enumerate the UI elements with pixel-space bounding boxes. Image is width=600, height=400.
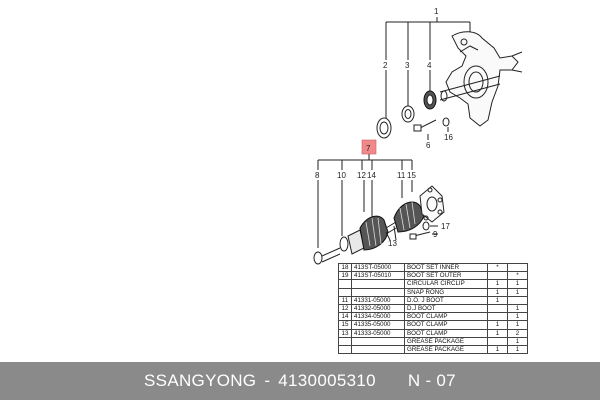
table-cell: 413ST-05010	[351, 271, 405, 281]
callout-3: 3	[405, 61, 410, 70]
table-cell: 1	[487, 344, 508, 355]
table-cell: 1	[507, 344, 528, 355]
table-cell: 1	[507, 336, 528, 346]
footer-part-number: 4130005310	[278, 371, 376, 390]
table-cell: 1	[507, 287, 528, 297]
table-cell	[351, 336, 405, 346]
washer-3	[401, 105, 415, 123]
seal-ring-2	[376, 117, 392, 139]
table-cell: 1	[487, 328, 508, 338]
callout-14: 14	[367, 171, 376, 180]
footer-bar: SSANGYONG - 4130005310 N - 07	[0, 362, 600, 400]
table-cell: 1	[487, 320, 508, 330]
table-cell: 41335-05000	[351, 320, 405, 330]
callout-7: 7	[366, 144, 371, 153]
callout-8: 8	[315, 171, 320, 180]
table-cell: *	[487, 262, 508, 273]
callout-1: 1	[434, 7, 439, 16]
ring-10	[339, 236, 349, 252]
table-cell	[487, 336, 508, 346]
table-cell	[487, 312, 508, 322]
callout-6: 6	[426, 141, 431, 150]
table-cell: 1	[507, 303, 528, 314]
table-cell: 41334-05000	[351, 312, 405, 322]
callout-9: 9	[433, 230, 438, 239]
table-cell	[487, 303, 508, 314]
table-cell: BOOT CLAMP	[404, 312, 488, 322]
table-cell: 41333-05000	[351, 328, 405, 338]
table-cell: 1	[487, 287, 508, 297]
upper-assembly	[376, 17, 523, 140]
callout-2: 2	[383, 61, 388, 70]
table-cell: CIRCULAR CIRCLIP	[404, 279, 488, 289]
callout-17: 17	[441, 222, 450, 231]
table-cell: 413ST-05000	[351, 262, 405, 273]
callout-16: 16	[444, 133, 453, 142]
table-cell: 2	[507, 328, 528, 338]
table-cell	[351, 344, 405, 355]
table-cell: 18	[338, 262, 352, 273]
table-cell: GREASE PACKAGE	[404, 336, 488, 346]
callout-10: 10	[337, 171, 346, 180]
table-cell: 11	[338, 295, 352, 305]
table-cell: BOOT CLAMP	[404, 320, 488, 330]
table-cell	[338, 336, 352, 346]
table-cell: SNAP RONG	[404, 287, 488, 297]
table-cell: 1	[507, 279, 528, 289]
table-cell: D.J BOOT	[404, 303, 488, 314]
table-cell: 1	[487, 295, 508, 305]
callout-4: 4	[427, 61, 432, 70]
table-cell	[338, 287, 352, 297]
table-cell: 41332-05000	[351, 303, 405, 314]
table-cell: 1	[507, 320, 528, 330]
table-cell: BOOT CLAMP	[404, 328, 488, 338]
table-cell: 1	[487, 279, 508, 289]
table-cell: BOOT SET INNER	[404, 262, 488, 273]
table-cell: 1	[507, 312, 528, 322]
footer-page-code: N - 07	[407, 371, 456, 390]
table-cell	[338, 279, 352, 289]
table-cell	[338, 344, 352, 355]
callout-13: 13	[388, 239, 397, 248]
table-cell: 15	[338, 320, 352, 330]
table-cell: 12	[338, 303, 352, 314]
table-cell	[507, 295, 528, 305]
table-cell	[487, 271, 508, 281]
table-cell: D.O. J BOOT	[404, 295, 488, 305]
callout-11: 11	[397, 171, 406, 180]
footer-brand: SSANGYONG	[144, 371, 257, 390]
drive-shaft-assembly	[313, 154, 445, 265]
table-cell: 14	[338, 312, 352, 322]
callout-15: 15	[407, 171, 416, 180]
callout-12: 12	[357, 171, 366, 180]
outer-boot-11	[393, 201, 425, 233]
table-cell: BOOT SET OUTER	[404, 271, 488, 281]
table-cell: *	[507, 271, 528, 281]
table-cell	[507, 262, 528, 273]
table-cell: 41331-05000	[351, 295, 405, 305]
table-cell: 13	[338, 328, 352, 338]
table-cell: GREASE PACKAGE	[404, 344, 488, 355]
footer-separator: -	[264, 371, 271, 390]
table-row: GREASE PACKAGE 1	[338, 336, 528, 346]
table-cell	[351, 279, 405, 289]
circlip-8	[313, 251, 323, 265]
exploded-parts-diagram: 1 2 3 4 6 16 7	[313, 7, 523, 265]
table-cell: 19	[338, 271, 352, 281]
steering-knuckle	[445, 31, 519, 127]
table-cell	[351, 287, 405, 297]
